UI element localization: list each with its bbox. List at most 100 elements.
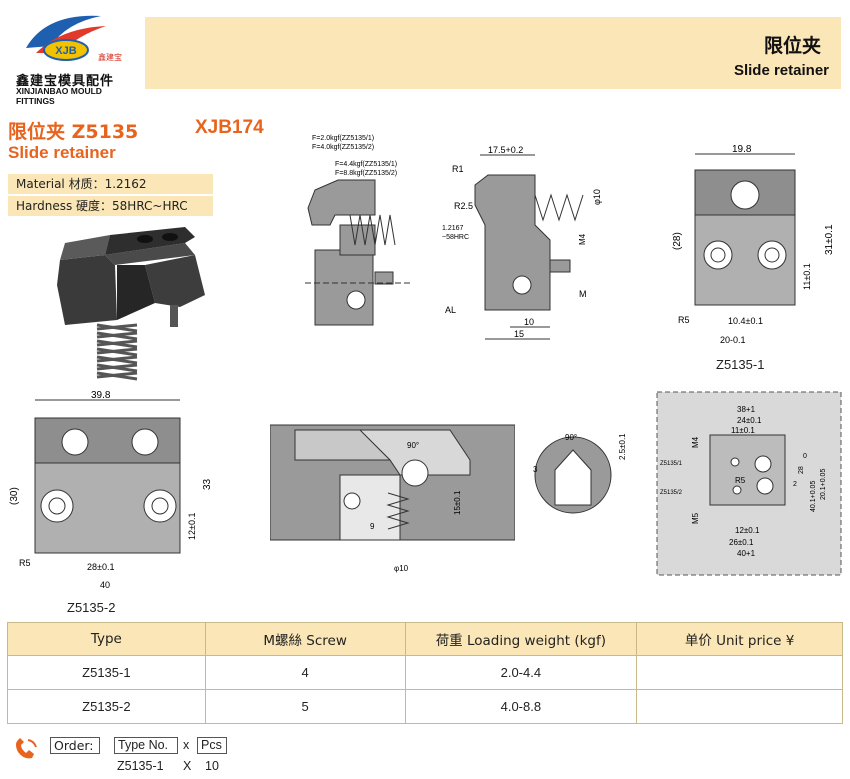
logo-badge-text: XJB: [55, 45, 76, 57]
table-row: Z5135-2 5 4.0-8.8: [7, 689, 843, 724]
order-example-type: Z5135-1: [117, 759, 164, 773]
dim-20: 20-0.1: [720, 335, 746, 345]
force-label-2: F=4.0kgf(ZZ5135/2): [312, 144, 374, 151]
dim-15: 15: [514, 329, 524, 339]
side-view-drawing: F=2.0kgf(ZZ5135/1) F=4.0kgf(ZZ5135/2) F=…: [305, 135, 410, 326]
product-model: XJB174: [195, 117, 264, 138]
dim-m4: M4: [578, 233, 587, 245]
logo-company-cn: 鑫建宝模具配件: [16, 74, 115, 89]
product-title-cn: 限位夹 Z5135: [8, 121, 139, 143]
dim-9: 9: [370, 522, 375, 531]
mount-dim-12: 12±0.1: [735, 526, 760, 535]
cell-weight: 4.0-8.8: [404, 689, 638, 724]
hardness-spec: Hardness 硬度：58HRC~HRC: [8, 196, 213, 216]
spec-table: Type M螺絲 Screw 荷重 Loading weight (kgf) 单…: [7, 622, 843, 724]
dim-30: (30): [9, 487, 20, 505]
hrc-note: ~58HRC: [442, 234, 469, 241]
dim-r2-5: R2.5: [454, 201, 473, 211]
cell-type: Z5135-1: [7, 655, 206, 690]
mount-z1: Z5135/1: [660, 461, 683, 467]
logo-mark-icon: XJB 鑫建宝: [26, 15, 122, 62]
dim-phi10-asm: φ10: [394, 564, 409, 573]
spring-icon: [96, 323, 138, 381]
mount-m4: M4: [691, 436, 700, 448]
header-title-cn: 限位夹: [763, 35, 821, 57]
product-title-en: Slide retainer: [8, 143, 116, 162]
angle-90: 90°: [407, 441, 419, 450]
logo-small-text: 鑫建宝: [98, 52, 122, 62]
z5135-1-drawing: 19.8 (28) 31±0.1 11±0.1 10.4±0.1 20-0.1 …: [672, 144, 835, 345]
order-example-x: X: [183, 759, 192, 773]
z5135-1-caption: Z5135-1: [716, 357, 765, 372]
force-label-4: F=8.8kgf(ZZ5135/2): [335, 170, 397, 177]
table-row: Z5135-1 4 2.0-4.4: [7, 655, 843, 690]
force-label-3: F=4.4kgf(ZZ5135/1): [335, 161, 397, 168]
dim-r5: R5: [678, 315, 690, 325]
dim-28: (28): [672, 232, 683, 250]
dim-11: 11±0.1: [802, 263, 812, 290]
mount-m5: M5: [691, 512, 700, 524]
detail-dim-3: 3: [533, 465, 538, 474]
mount-dim-2: 2: [793, 481, 797, 488]
order-x: x: [183, 738, 190, 752]
col-unit-price: 单价 Unit price ¥: [636, 622, 843, 656]
mount-dim-26: 26±0.1: [729, 538, 754, 547]
material-note: 1.2167: [442, 225, 464, 232]
dim-10: 10: [524, 317, 534, 327]
mount-dim-38: 38+1: [737, 405, 756, 414]
dim-15-asm: 15±0.1: [453, 490, 462, 515]
mount-r5: R5: [735, 476, 746, 485]
dim-40: 40: [100, 580, 110, 590]
mount-dim-40: 40+1: [737, 549, 756, 558]
material-spec: Material 材质：1.2162: [8, 174, 213, 194]
detail-dim-2-5: 2.5±0.1: [618, 433, 627, 460]
phone-icon: [16, 738, 37, 759]
mount-dim-11: 11±0.1: [731, 426, 755, 435]
cell-weight: 2.0-4.4: [404, 655, 638, 690]
dim-r1: R1: [452, 164, 464, 174]
force-label-1: F=2.0kgf(ZZ5135/1): [312, 135, 374, 142]
dim-17-5: 17.5+0.2: [488, 145, 523, 155]
dim-12: 12±0.1: [187, 513, 197, 540]
dim-19-8: 19.8: [732, 144, 752, 155]
order-label: Order:: [50, 737, 100, 754]
col-screw: M螺絲 Screw: [204, 622, 406, 656]
col-loading-weight: 荷重 Loading weight (kgf): [404, 622, 638, 656]
mount-dim-28: 28: [798, 466, 805, 474]
order-type-label: Type No.: [114, 737, 178, 754]
dim-10-4: 10.4±0.1: [728, 316, 763, 326]
header-title-en: Slide retainer: [733, 62, 829, 79]
dim-31: 31±0.1: [824, 224, 835, 255]
cell-screw: 5: [204, 689, 406, 724]
dim-28-2: 28±0.1: [87, 562, 114, 572]
order-example-qty: 10: [205, 759, 219, 773]
product-photo: [57, 227, 205, 381]
mount-z2: Z5135/2: [660, 490, 683, 496]
dim-39-8: 39.8: [91, 390, 111, 401]
header-band: 限位夹 Slide retainer: [145, 17, 841, 89]
section-view-drawing: 17.5+0.2 R1 R2.5 6 1.2167 ~58HRC φ10 M4 …: [442, 145, 602, 340]
order-pcs-label: Pcs: [197, 737, 227, 754]
dim-phi10: φ10: [592, 189, 602, 205]
mount-dim-40-1: 40.1+0.05: [810, 481, 817, 512]
cell-screw: 4: [204, 655, 406, 690]
assembly-view-drawing: 90° 15±0.1 9 φ10: [270, 424, 515, 573]
detail-view-drawing: 90° 3 2.5±0.1: [533, 433, 627, 514]
detail-angle-90: 90°: [565, 433, 577, 442]
dim-33: 33: [202, 478, 213, 490]
z5135-2-caption: Z5135-2: [67, 600, 116, 615]
cell-price: [636, 655, 843, 690]
mount-dim-0: 0: [803, 453, 807, 460]
mount-dim-24: 24±0.1: [737, 416, 762, 425]
col-type: Type: [7, 622, 206, 656]
label-al: AL: [445, 305, 456, 315]
z5135-2-drawing: 39.8 (30) 33 12±0.1 28±0.1 40 R5: [9, 390, 213, 590]
cell-type: Z5135-2: [7, 689, 206, 724]
label-m: M: [579, 289, 587, 299]
mounting-diagram: 38+1 24±0.1 11±0.1 M4 Z5135/1 Z5135/2 R5…: [656, 391, 842, 576]
dim-r5-2: R5: [19, 558, 31, 568]
logo-company-en: XINJIANBAO MOULD FITTINGS: [16, 86, 102, 106]
mount-dim-20-1: 20.1+0.05: [820, 469, 827, 500]
brand-logo: XJB 鑫建宝 鑫建宝模具配件 XINJIANBAO MOULD FITTING…: [6, 8, 136, 106]
cell-price: [636, 689, 843, 724]
